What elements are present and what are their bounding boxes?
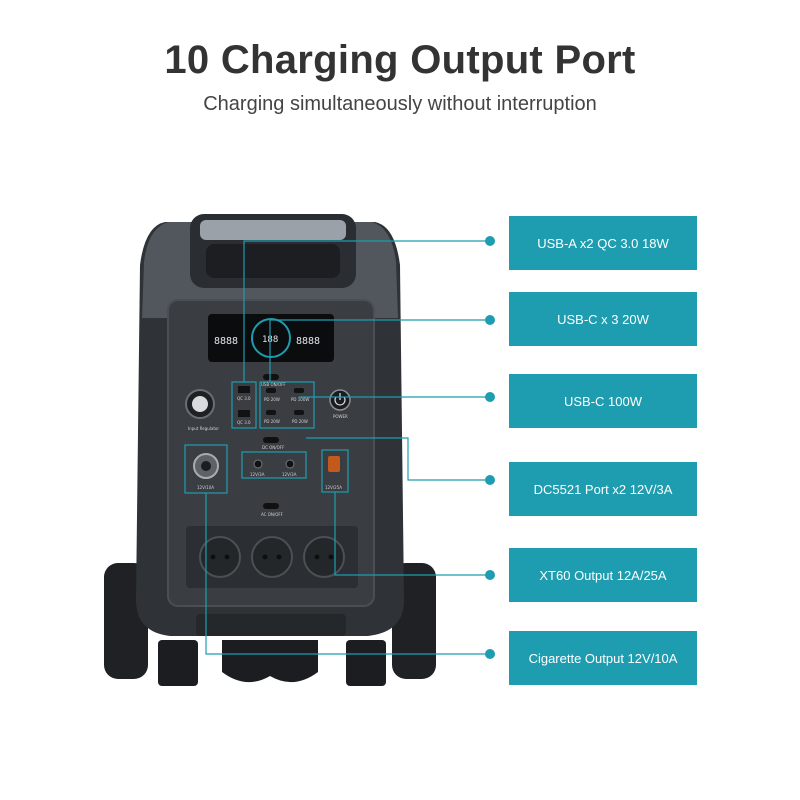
svg-text:PD 20W: PD 20W <box>264 419 280 424</box>
bottom-tray <box>196 614 346 636</box>
lcd-center-ring <box>251 318 291 358</box>
lcd-right-digits: 8888 <box>296 336 320 347</box>
leader-usb-c <box>269 319 490 382</box>
svg-text:12V/3A: 12V/3A <box>282 472 297 477</box>
handle-grip <box>200 220 346 240</box>
usb-c-port-3 <box>294 410 304 415</box>
dc5521-box <box>241 451 307 479</box>
lcd-display <box>208 314 334 362</box>
callout-usb-c-100w: USB-C 100W <box>509 374 697 428</box>
callout-dot-xt60 <box>485 570 495 580</box>
power-label: POWER <box>333 414 348 419</box>
callout-xt60: XT60 Output 12A/25A <box>509 548 697 602</box>
usb-a-port-1 <box>238 386 250 393</box>
usb-switch <box>263 374 279 380</box>
dc5521-port-1 <box>253 459 263 469</box>
bottom-cradle <box>222 640 318 683</box>
usb-c-port-1 <box>266 388 276 393</box>
callout-cigarette: Cigarette Output 12V/10A <box>509 631 697 685</box>
usb-c-box <box>259 381 315 429</box>
callout-dot-cigarette <box>485 649 495 659</box>
knob-label: Input Regulator <box>188 426 219 431</box>
left-foot <box>158 640 198 686</box>
page-title: 10 Charging Output Port <box>164 38 636 82</box>
usb-switch-label: USB ON/OFF <box>261 382 286 387</box>
svg-text:12V/25A: 12V/25A <box>325 485 342 490</box>
lcd-left-digits: 8888 <box>214 336 238 347</box>
svg-text:12V/10A: 12V/10A <box>197 485 214 490</box>
svg-text:PD 20W: PD 20W <box>264 397 280 402</box>
callout-dot-usb-a <box>485 236 495 246</box>
callout-usb-a: USB-A x2 QC 3.0 18W <box>509 216 697 270</box>
callout-dot-usb-c-100w <box>485 392 495 402</box>
svg-text:12V/3A: 12V/3A <box>250 472 265 477</box>
dc-switch-label: DC ON/OFF <box>262 445 285 450</box>
usb-c-100w-port <box>294 388 304 393</box>
ac-outlet-3 <box>303 536 345 578</box>
svg-text:PD 100W: PD 100W <box>291 397 309 402</box>
leader-lines <box>205 240 490 655</box>
svg-text:QC 3.0: QC 3.0 <box>237 396 251 401</box>
handle-hole <box>206 244 340 278</box>
xt60-port <box>328 456 340 472</box>
callout-dot-usb-c <box>485 315 495 325</box>
ac-switch-label: AC ON/OFF <box>261 512 284 517</box>
usb-a-port-2 <box>238 410 250 417</box>
callout-dot-dc5521 <box>485 475 495 485</box>
svg-text:QC 3.0: QC 3.0 <box>237 420 251 425</box>
usb-c-port-2 <box>266 410 276 415</box>
right-foot <box>346 640 386 686</box>
leader-cigarette <box>205 493 490 655</box>
leader-dc5521 <box>306 437 490 481</box>
ac-outlet-1 <box>199 536 241 578</box>
dc5521-port-2 <box>285 459 295 469</box>
ac-switch <box>263 503 279 509</box>
svg-text:PD 20W: PD 20W <box>292 419 308 424</box>
callout-usb-c: USB-C x 3 20W <box>509 292 697 346</box>
leader-usb-a <box>243 240 490 382</box>
dc-switch <box>263 437 279 443</box>
callout-dc5521: DC5521 Port x2 12V/3A <box>509 462 697 516</box>
ac-outlet-2 <box>251 536 293 578</box>
page-subtitle: Charging simultaneously without interrup… <box>203 93 597 115</box>
leader-xt60 <box>334 492 490 576</box>
